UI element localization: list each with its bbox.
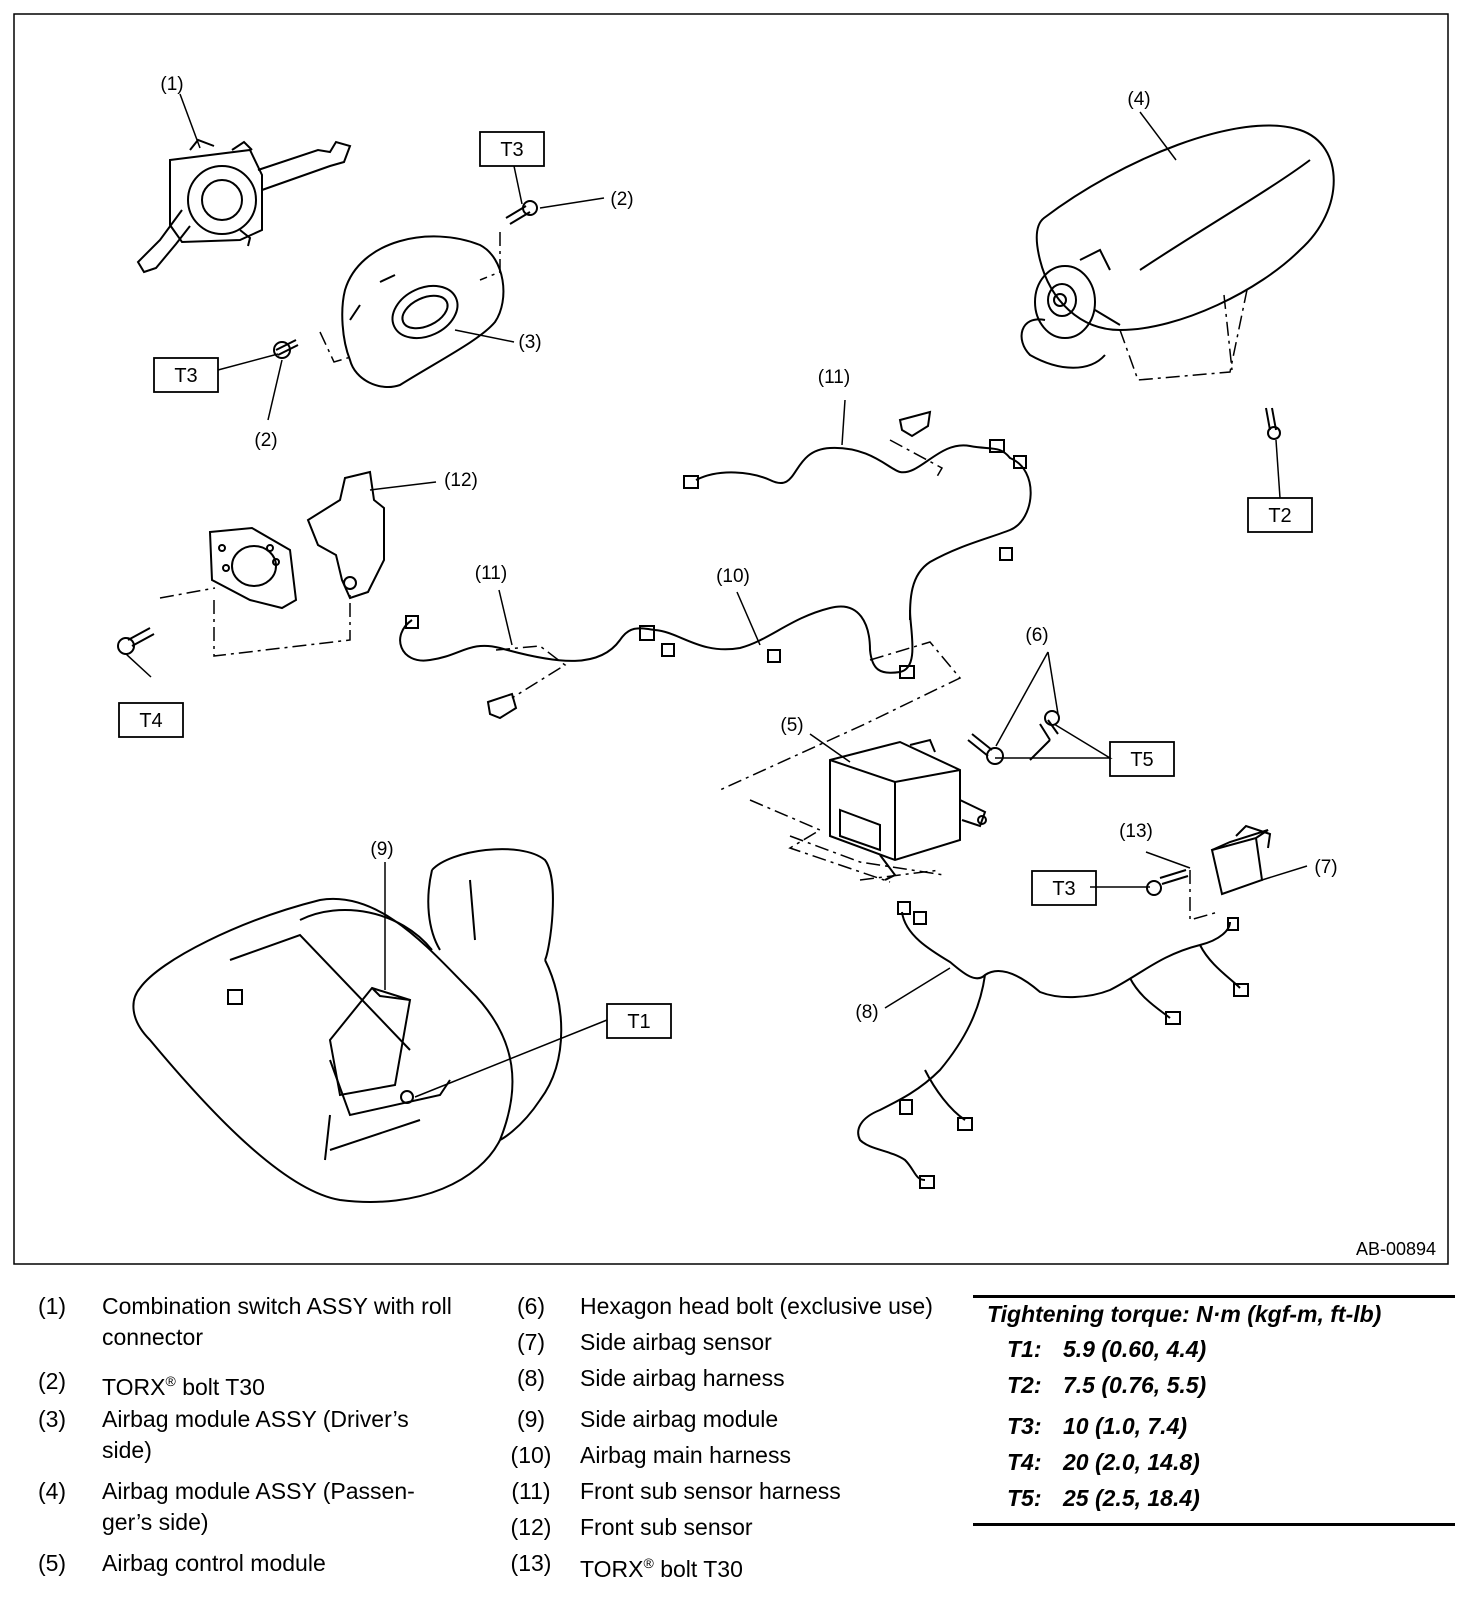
torque-value: 10 (1.0, 7.4) xyxy=(1063,1413,1188,1439)
legend-num: (11) xyxy=(511,1478,551,1504)
legend-num: (2) xyxy=(37,1368,67,1394)
callout-3: (3) xyxy=(518,332,541,353)
legend-text: Side airbag harness xyxy=(580,1365,785,1391)
callout-9: (9) xyxy=(370,839,393,860)
legend-text: Hexagon head bolt (exclusive use) xyxy=(580,1293,933,1319)
tag-t5: T5 xyxy=(1130,749,1153,771)
torque-tag-boxes xyxy=(118,131,1313,1039)
t4-bolt xyxy=(117,627,155,655)
legend-text: Airbag module ASSY (Passen- xyxy=(102,1478,415,1504)
legend-text: TORX® bolt T30 xyxy=(580,1548,743,1585)
passenger-airbag-bolt xyxy=(1265,407,1281,440)
legend-text: Airbag main harness xyxy=(580,1442,791,1468)
tag-t3-right: T3 xyxy=(1052,878,1075,900)
callout-13: (13) xyxy=(1119,821,1153,842)
tag-t2: T2 xyxy=(1268,505,1291,527)
legend-num: (7) xyxy=(516,1329,546,1355)
legend-num: (8) xyxy=(516,1365,546,1391)
torx-word: TORX xyxy=(102,1374,166,1400)
tag-t3-top: T3 xyxy=(500,139,523,161)
tag-t3-left: T3 xyxy=(174,365,197,387)
legend-text: Airbag control module xyxy=(102,1550,326,1576)
legend-num: (5) xyxy=(37,1550,67,1576)
torx-suffix: bolt T30 xyxy=(653,1556,743,1582)
legend-text: TORX® bolt T30 xyxy=(102,1366,265,1403)
tag-t1: T1 xyxy=(627,1011,650,1033)
tag-t4: T4 xyxy=(139,710,162,732)
callout-11-upper: (11) xyxy=(818,367,850,388)
front-sub-sensor-harness-upper xyxy=(683,410,1032,621)
legend-num: (3) xyxy=(37,1406,67,1432)
harness-lower-dashed xyxy=(495,641,962,791)
legend-text-cont: side) xyxy=(102,1437,152,1463)
harness-upper-dashed xyxy=(889,439,944,481)
torx-word: TORX xyxy=(580,1556,644,1582)
passenger-airbag-dashed-lines xyxy=(1119,284,1249,381)
callout-12: (12) xyxy=(444,470,478,491)
driver-airbag-bolts xyxy=(273,200,538,359)
legend-text: Front sub sensor xyxy=(580,1514,753,1540)
torque-key: T3: xyxy=(1007,1413,1042,1439)
registered-mark: ® xyxy=(643,1555,654,1571)
figure-id: AB-00894 xyxy=(1356,1239,1436,1259)
side-airbag-harness xyxy=(857,901,1249,1189)
legend-text: Side airbag module xyxy=(580,1406,779,1432)
legend-num: (1) xyxy=(37,1293,67,1319)
exploded-parts-diagram: T3 T3 T2 T4 T5 T3 T1 (1) (2) (3) (2) (4)… xyxy=(13,13,1449,1265)
callout-8: (8) xyxy=(855,1002,878,1023)
t3-bolt-right xyxy=(1146,869,1189,896)
torque-key: T2: xyxy=(1007,1372,1042,1398)
legend-num: (9) xyxy=(516,1406,546,1432)
registered-mark: ® xyxy=(165,1373,176,1389)
hexagon-bolts xyxy=(967,710,1060,765)
torque-value: 7.5 (0.76, 5.5) xyxy=(1063,1372,1207,1398)
figure-frame xyxy=(13,13,1449,1265)
combination-switch-drawing xyxy=(136,138,352,274)
driver-airbag-drawing xyxy=(341,235,505,388)
callout-2-left: (2) xyxy=(254,430,277,451)
legend-text-cont: ger’s side) xyxy=(102,1509,209,1535)
passenger-airbag-drawing xyxy=(1020,124,1335,369)
torque-key: T1: xyxy=(1007,1336,1042,1362)
torque-value: 20 (2.0, 14.8) xyxy=(1063,1449,1200,1475)
airbag-control-module-drawing xyxy=(829,738,987,881)
legend-num: (12) xyxy=(510,1514,552,1540)
callout-6: (6) xyxy=(1025,625,1048,646)
legend-text-cont: connector xyxy=(102,1324,204,1350)
torx-suffix: bolt T30 xyxy=(175,1374,265,1400)
front-sub-sensor-drawing xyxy=(208,470,385,610)
side-sensor-dashed xyxy=(1189,870,1219,921)
torque-rule-top xyxy=(973,1295,1455,1298)
legend-text: Airbag module ASSY (Driver’s xyxy=(102,1406,409,1432)
torque-key: T4: xyxy=(1007,1449,1042,1475)
callout-10: (10) xyxy=(716,566,750,587)
torque-value: 5.9 (0.60, 4.4) xyxy=(1063,1336,1207,1362)
callout-11-lower: (11) xyxy=(475,563,507,584)
leader-lines xyxy=(125,93,1308,1098)
torque-title: Tightening torque: N·m (kgf-m, ft-lb) xyxy=(987,1301,1382,1327)
legend-text: Side airbag sensor xyxy=(580,1329,772,1355)
front-sub-sensor-dashed xyxy=(159,587,351,657)
callout-5: (5) xyxy=(780,715,803,736)
legend-num: (10) xyxy=(510,1442,552,1468)
legend-num: (13) xyxy=(510,1550,552,1576)
legend-text: Combination switch ASSY with roll xyxy=(102,1293,452,1319)
legend-num: (6) xyxy=(516,1293,546,1319)
airbag-main-harness xyxy=(399,605,915,720)
control-module-dashed xyxy=(749,799,945,883)
side-airbag-sensor-drawing xyxy=(1210,824,1272,896)
hexagon-bolt-lines xyxy=(995,651,1113,759)
callout-2-top: (2) xyxy=(610,189,633,210)
torque-rule-bottom xyxy=(973,1523,1455,1526)
seat-drawing xyxy=(132,848,563,1203)
callout-1: (1) xyxy=(160,74,183,95)
legend-text: Front sub sensor harness xyxy=(580,1478,841,1504)
callout-7: (7) xyxy=(1314,857,1337,878)
side-airbag-module-drawing xyxy=(328,986,414,1104)
torque-value: 25 (2.5, 18.4) xyxy=(1063,1485,1200,1511)
torque-key: T5: xyxy=(1007,1485,1042,1511)
driver-airbag-dashed-lines xyxy=(319,232,501,363)
legend-num: (4) xyxy=(37,1478,67,1504)
callout-4: (4) xyxy=(1127,89,1150,110)
